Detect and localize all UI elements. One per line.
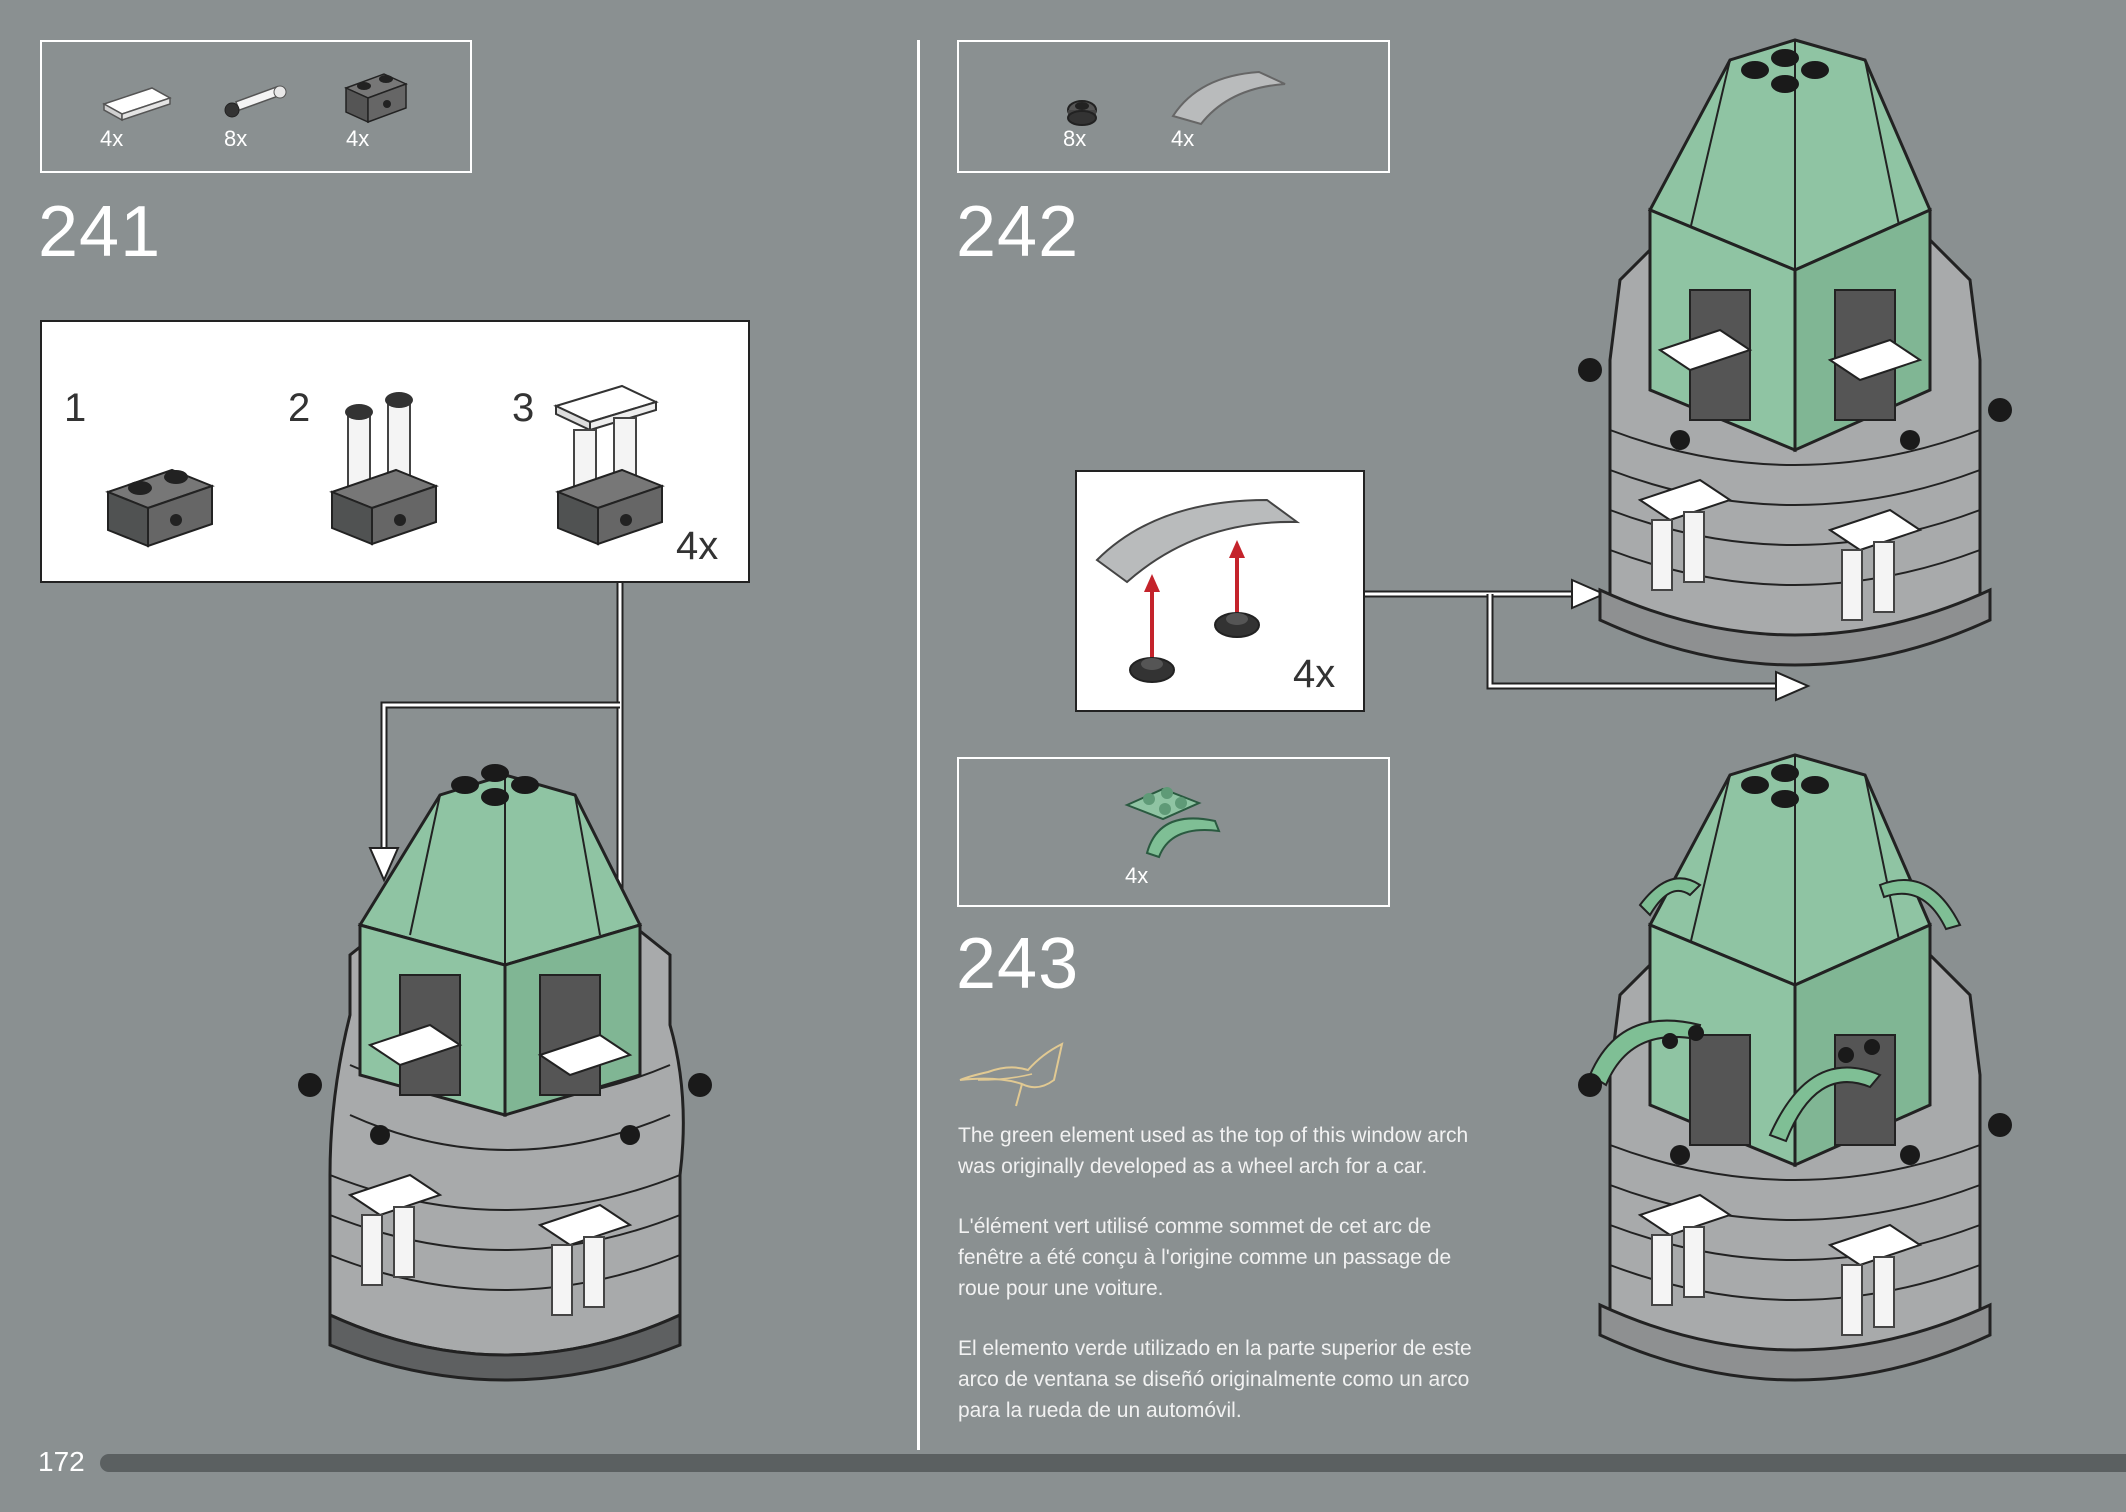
part-qty: 4x (1171, 126, 1195, 151)
brick-with-bars-tile-icon (553, 384, 665, 546)
dark-grey-brick-icon (105, 468, 215, 548)
sub-step-label: 1 (64, 386, 87, 430)
sub-assembly-242: 4x (1075, 470, 1365, 712)
white-tile-1x2-icon (102, 87, 172, 122)
tower-model-241 (298, 764, 712, 1382)
fun-fact-en: The green element used as the top of thi… (958, 1124, 1469, 1178)
green-wheel-arch-icon (1124, 787, 1221, 859)
parts-callout-242: 8x 4x (957, 40, 1390, 173)
black-round-plate-icon (1067, 100, 1097, 126)
sub-assembly-241: 1 2 3 4x (40, 320, 750, 583)
footer-bar (100, 1454, 2126, 1472)
part-qty: 4x (346, 126, 370, 151)
slope-on-plates-icon (1095, 498, 1301, 683)
white-bar-piece-icon (224, 85, 287, 118)
sub-multiplier: 4x (1293, 652, 1336, 696)
sub-multiplier: 4x (676, 524, 719, 568)
dark-grey-brick-1x2-icon (344, 73, 408, 124)
fun-fact-fr: L'élément vert utilisé comme sommet de c… (958, 1215, 1452, 1300)
step-number-241: 241 (38, 192, 162, 272)
part-qty: 8x (224, 126, 248, 151)
part-qty: 4x (1125, 863, 1149, 888)
step-number-242: 242 (956, 192, 1080, 272)
brick-with-bars-icon (329, 392, 439, 546)
page-number: 172 (38, 1446, 85, 1477)
part-qty: 4x (100, 126, 124, 151)
grey-curved-slope-icon (1171, 70, 1286, 126)
leaf-ornament-icon (959, 1042, 1064, 1107)
parts-callout-241: 4x 8x 4x (40, 40, 472, 173)
step-number-243: 243 (956, 924, 1080, 1004)
tower-model-242 (1578, 38, 2012, 667)
sub-step-label: 2 (288, 386, 311, 430)
part-qty: 8x (1063, 126, 1087, 151)
sub-step-label: 3 (512, 386, 535, 430)
page-divider (917, 40, 920, 1450)
parts-callout-243: 4x (957, 757, 1390, 907)
tower-model-243 (1578, 753, 2012, 1382)
fun-fact-es: El elemento verde utilizado en la parte … (958, 1337, 1472, 1422)
